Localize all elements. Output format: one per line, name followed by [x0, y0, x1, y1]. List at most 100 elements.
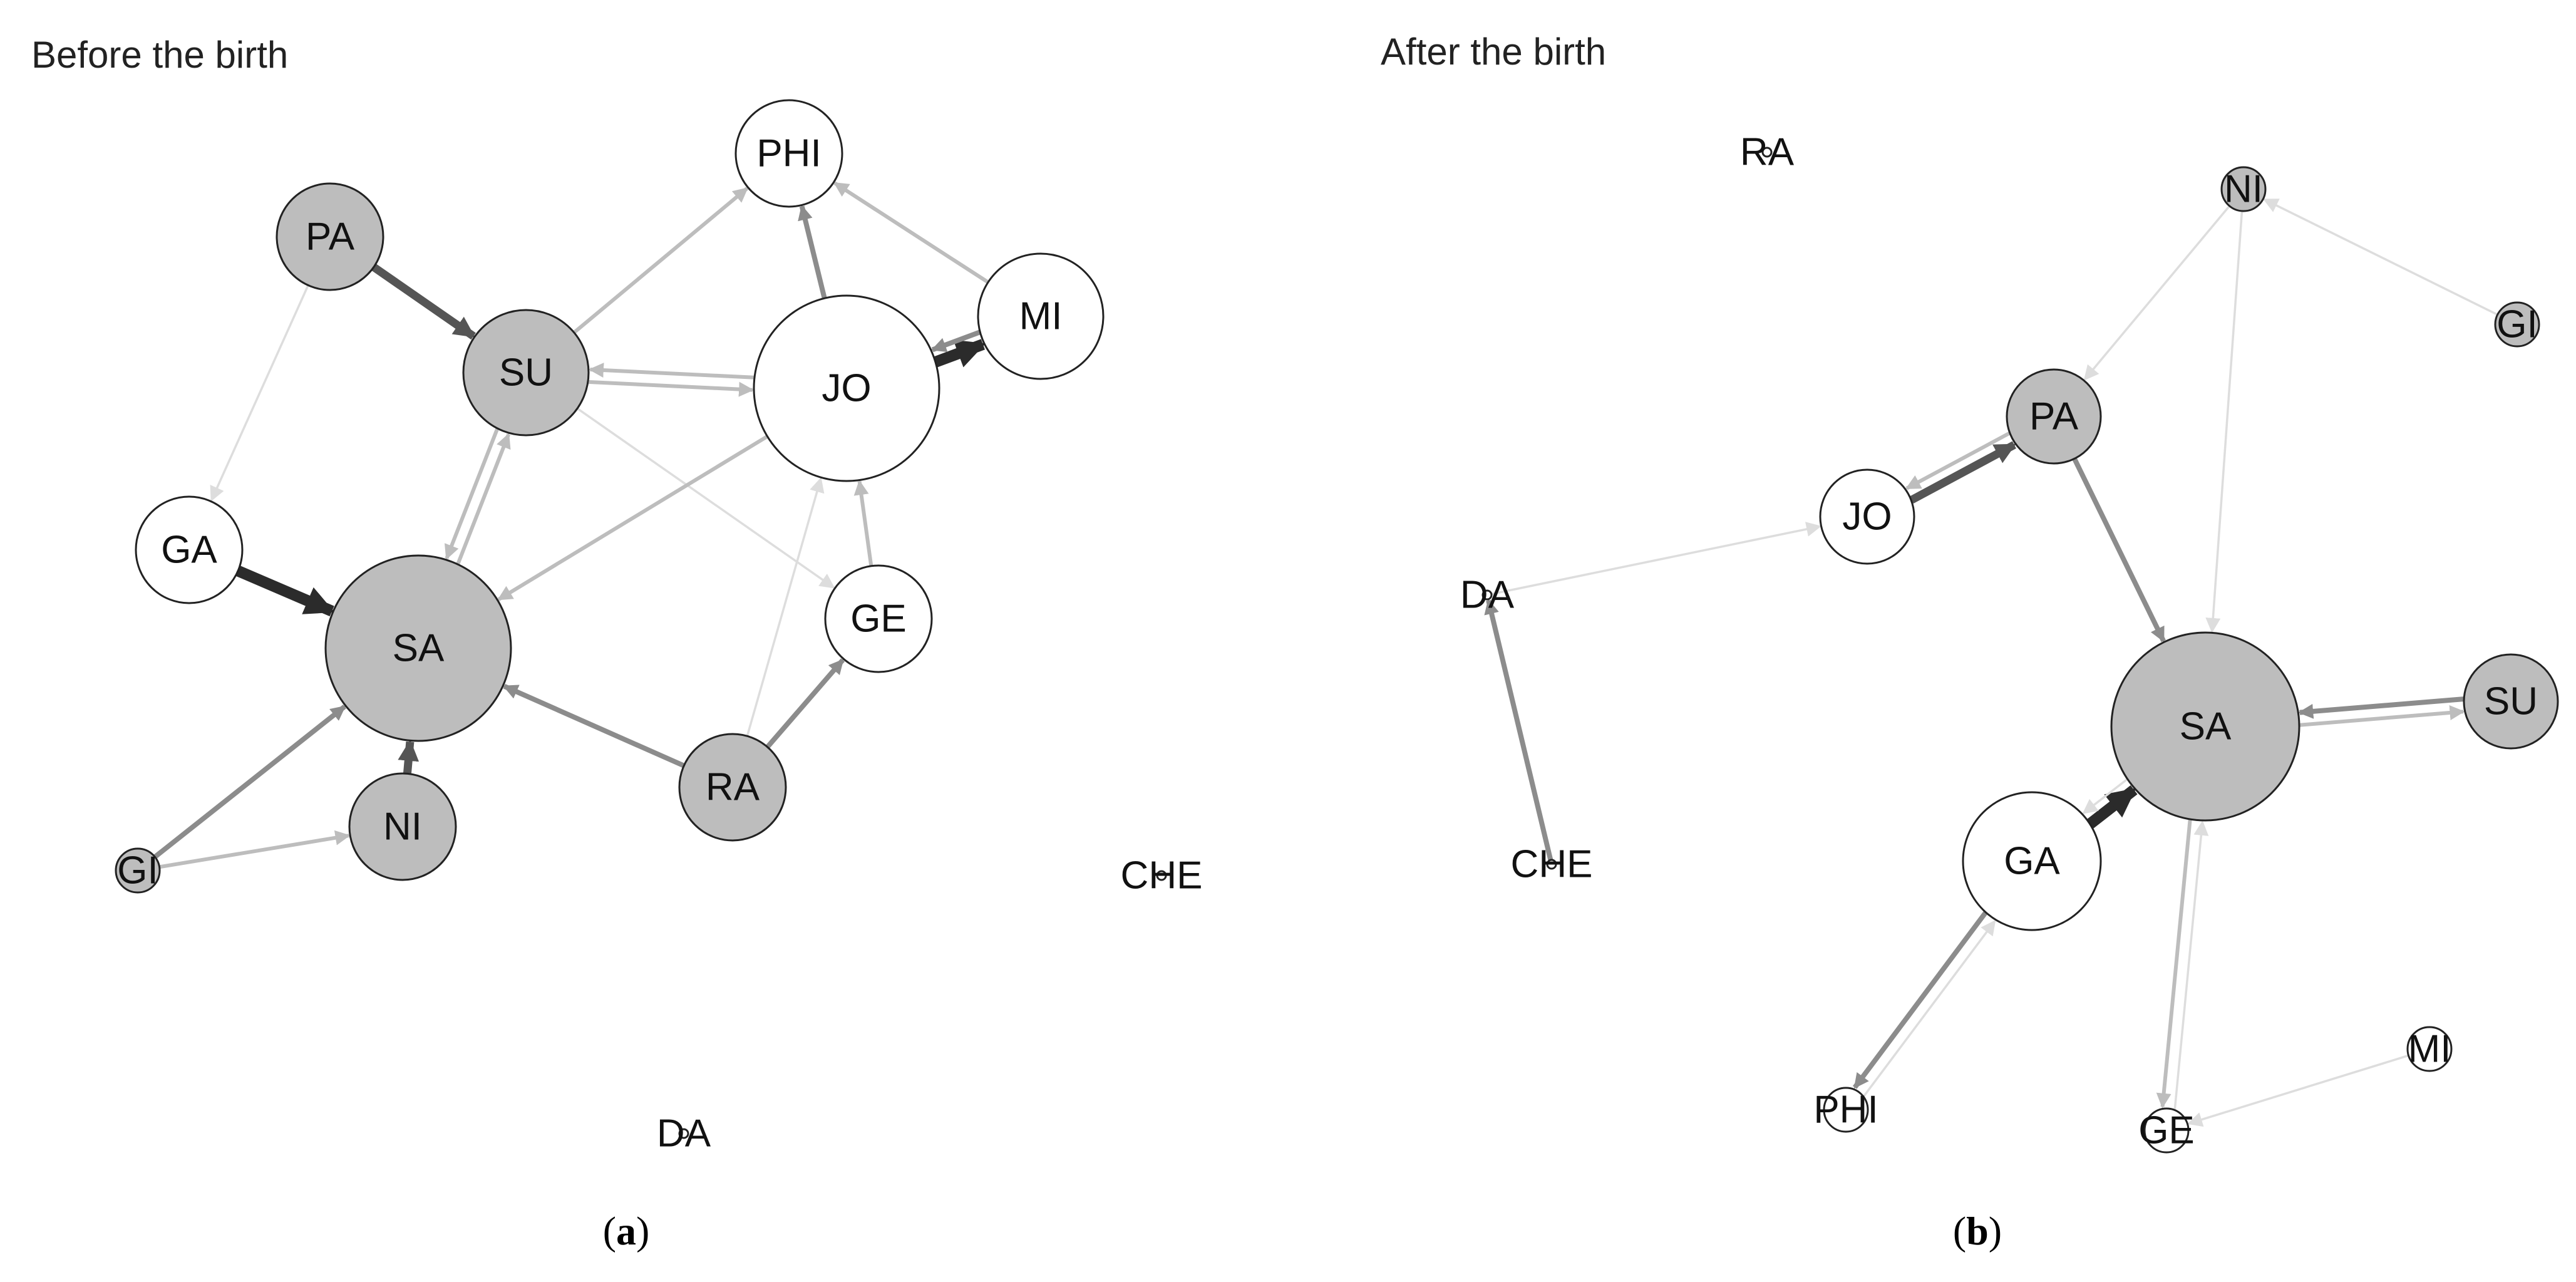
node-jo: JO	[753, 294, 940, 482]
node-circle	[824, 564, 933, 673]
node-circle	[1546, 859, 1557, 870]
node-label: GA	[161, 529, 217, 572]
node-circle	[977, 252, 1105, 380]
node-circle	[2406, 1026, 2453, 1072]
edge-su-to-phi	[572, 187, 749, 334]
node-gi: GI	[2494, 301, 2540, 348]
node-label: PHI	[1813, 1088, 1878, 1132]
edge-sa-to-ga	[2082, 778, 2128, 814]
node-phi: PHI	[1813, 1087, 1878, 1133]
node-circle	[678, 1128, 689, 1139]
node-circle	[2110, 631, 2300, 822]
node-che: CHE	[1511, 843, 1593, 886]
edge-su-to-jo	[588, 380, 755, 397]
node-ge: GE	[2138, 1107, 2195, 1154]
node-pa: PA	[2006, 368, 2102, 465]
edge-ni-to-pa	[2083, 205, 2230, 381]
node-label: SA	[2180, 705, 2232, 748]
node-label: SU	[499, 351, 553, 395]
edge-ga-to-phi	[1852, 911, 1988, 1089]
node-circle	[1761, 147, 1773, 158]
edge-gi-to-ni	[2263, 198, 2498, 316]
node-circle	[324, 554, 512, 742]
edge-da-to-jo	[1491, 522, 1821, 596]
node-circle	[115, 847, 161, 894]
node-circle	[2220, 166, 2267, 212]
node-label: CHE	[1511, 843, 1593, 886]
node-label: DA	[657, 1112, 711, 1155]
node-ra: RA	[678, 733, 787, 842]
node-label: MI	[1019, 295, 1063, 338]
panel-a-nodes: PHI PA SU JO MI GA SA GE RA NI GI CHE DA	[115, 99, 1203, 1155]
node-ni: NI	[348, 772, 457, 881]
edge-pa-to-sa	[2072, 457, 2166, 643]
node-ra: RA	[1740, 131, 1795, 174]
node-label: PHI	[756, 132, 821, 175]
node-label: CHE	[1121, 854, 1203, 897]
node-circle	[1823, 1087, 1869, 1133]
node-circle	[2463, 653, 2559, 750]
node-label: NI	[2224, 168, 2263, 211]
node-label: JO	[1842, 495, 1892, 539]
node-circle	[462, 309, 590, 437]
edge-su-to-ge	[576, 407, 835, 589]
edge-ge-to-sa	[2173, 820, 2209, 1110]
node-label: MI	[2408, 1028, 2451, 1071]
edge-jo-to-pa	[1909, 441, 2016, 504]
node-mi: MI	[2406, 1026, 2453, 1072]
edge-jo-to-sa	[497, 435, 769, 601]
edge-jo-to-phi	[798, 205, 827, 299]
node-circle	[1819, 468, 1915, 565]
node-circle	[1481, 589, 1493, 601]
node-label: PA	[2029, 395, 2079, 438]
panel-before-birth: Before the birth PHI PA SU JO MI GA SA GE RA NI GI…	[31, 34, 1202, 1253]
edge-pa-to-ga	[210, 284, 309, 502]
panel-b-nodes: RA NI GI PA JO DA SA SU CHE GA PHI GE MI	[1460, 131, 2559, 1154]
node-sa: SA	[2110, 631, 2300, 822]
panel-a-caption: (a)	[603, 1209, 650, 1253]
edge-ga-to-sa	[235, 566, 335, 617]
node-sa: SA	[324, 554, 512, 742]
node-che: CHE	[1121, 854, 1203, 897]
edge-ni-to-sa	[398, 740, 420, 774]
node-da: DA	[657, 1112, 711, 1155]
node-ga: GA	[135, 495, 244, 604]
node-mi: MI	[977, 252, 1105, 380]
node-ga: GA	[1962, 791, 2102, 931]
node-label: GE	[2138, 1109, 2195, 1152]
panel-a-title: Before the birth	[31, 34, 288, 76]
node-circle	[1156, 870, 1167, 881]
edge-ni-to-sa	[2205, 210, 2244, 633]
node-da: DA	[1460, 574, 1515, 617]
node-gi: GI	[115, 847, 161, 894]
node-circle	[348, 772, 457, 881]
node-circle	[678, 733, 787, 842]
node-label: SU	[2484, 680, 2538, 723]
edge-sa-to-ge	[2156, 819, 2192, 1109]
node-label: GA	[2004, 840, 2060, 883]
node-label: RA	[1740, 131, 1795, 174]
node-su: SU	[462, 309, 590, 437]
edge-gi-to-sa	[153, 705, 346, 859]
node-label: JO	[822, 367, 871, 410]
node-su: SU	[2463, 653, 2559, 750]
node-label: NI	[383, 805, 422, 849]
node-label: PA	[306, 215, 355, 259]
node-circle	[1962, 791, 2102, 931]
node-ge: GE	[824, 564, 933, 673]
edge-che-to-da	[1484, 599, 1553, 861]
edge-mi-to-jo	[930, 329, 981, 353]
edge-gi-to-ni	[159, 830, 351, 869]
edge-pa-to-su	[371, 264, 476, 340]
node-pa: PA	[276, 182, 384, 291]
edge-jo-to-mi	[934, 339, 986, 368]
edge-jo-to-su	[588, 363, 755, 380]
node-label: DA	[1460, 574, 1515, 617]
edge-su-to-sa	[444, 428, 500, 560]
node-circle	[135, 495, 244, 604]
edge-ra-to-jo	[746, 477, 825, 737]
edge-ga-to-sa	[2086, 785, 2138, 829]
node-ni: NI	[2220, 166, 2267, 212]
